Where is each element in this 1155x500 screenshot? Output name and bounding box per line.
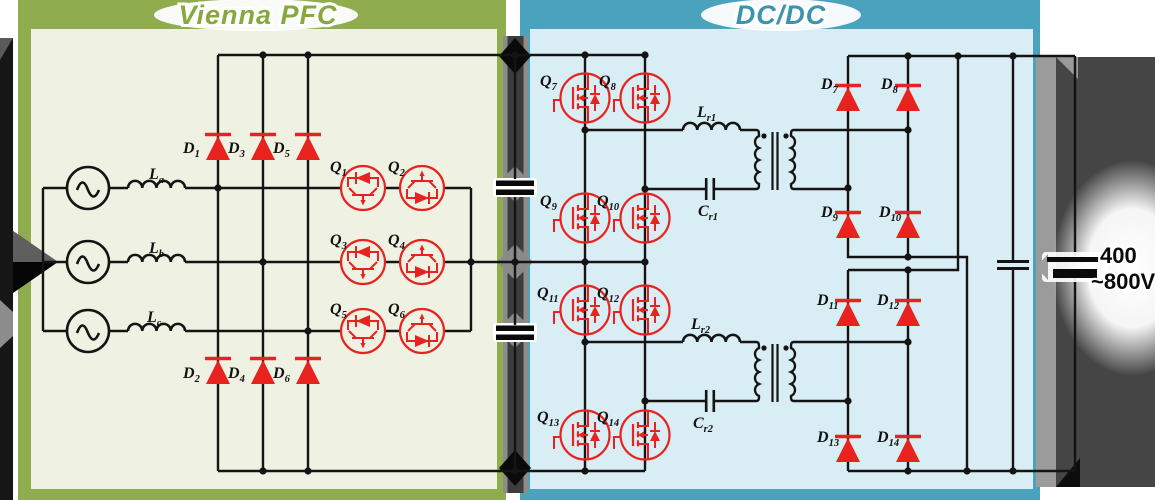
label-q13: Q13 [537,409,559,429]
label-lr2: Lr2 [690,316,711,336]
dc-link-capacitor-top [493,178,537,197]
vienna-title-cloud [154,0,358,31]
label-d4: D4 [227,365,245,385]
label-q1: Q1 [330,159,347,179]
label-q11: Q11 [537,285,558,305]
wire-source-stubs [43,186,67,333]
dc-link-capacitor-bottom [493,323,537,342]
label-d9: D9 [820,204,839,224]
output-capacitor [997,260,1029,270]
vienna-title: Vienna PFC [178,0,337,30]
label-d10: D10 [878,204,902,224]
dcdc-title-cloud [701,0,861,31]
label-d13: D13 [816,429,839,449]
battery-icon [1036,252,1108,282]
label-la: La [148,166,164,186]
output-voltage-line1: 400 [1100,243,1137,268]
label-d2: D2 [182,365,201,385]
label-lb: Lb [148,240,164,260]
label-d7: D7 [820,76,839,96]
label-q4: Q4 [388,232,405,252]
label-d1: D1 [182,140,200,160]
label-q14: Q14 [597,409,619,429]
label-q10: Q10 [597,193,620,213]
label-q5: Q5 [330,301,347,321]
wire-rect-parallel-link [848,56,960,272]
label-lr1: Lr1 [696,104,716,124]
label-d6: D6 [272,365,291,385]
label-q3: Q3 [330,232,347,252]
output-voltage-line2: ~800V [1091,269,1155,294]
label-d12: D12 [876,292,900,312]
label-q8: Q8 [599,73,617,93]
label-d8: D8 [880,76,899,96]
label-q7: Q7 [540,73,558,93]
label-q6: Q6 [388,301,406,321]
label-d14: D14 [876,429,899,449]
power-flow-arrow-left-icon [0,38,58,500]
label-d11: D11 [816,292,838,312]
label-q12: Q12 [597,285,620,305]
junction-dots [214,51,1017,475]
labels: Vienna PFC DC/DC La Lb Lc D1 D3 D5 D2 D4… [146,0,1155,449]
label-cr2: Cr2 [693,415,714,435]
label-lc: Lc [146,309,162,329]
label-d5: D5 [272,140,290,160]
label-q2: Q2 [388,159,406,179]
dcdc-title: DC/DC [736,0,827,30]
label-d3: D3 [227,140,245,160]
label-q9: Q9 [540,193,558,213]
dcdc-panel [520,0,1040,500]
label-cr1: Cr1 [698,203,718,223]
